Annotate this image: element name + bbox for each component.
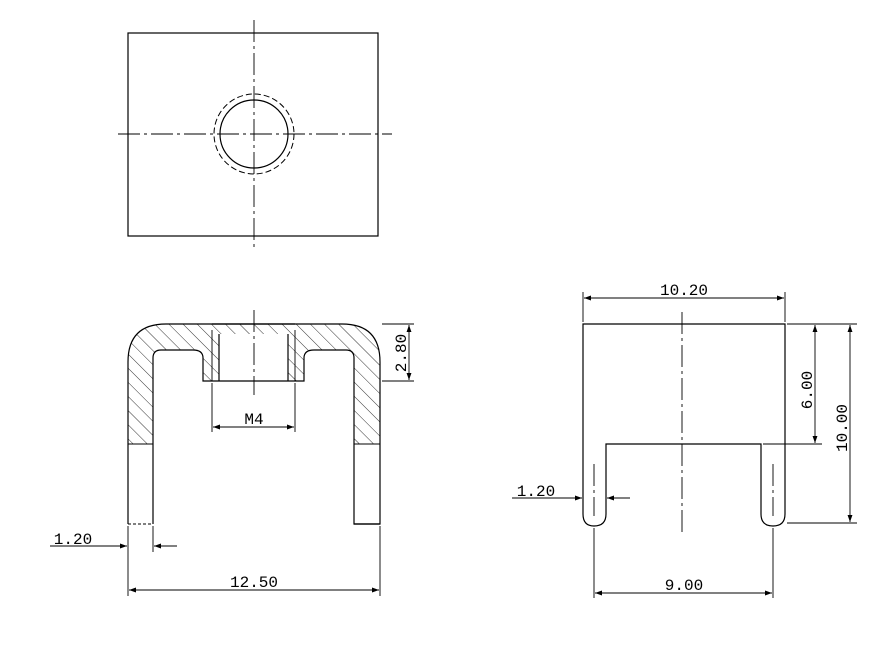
part-outer-contour bbox=[127, 323, 381, 525]
dim-12-50-label: 12.50 bbox=[230, 574, 278, 592]
side-view: 10.20 6.00 10.00 9.00 1.20 bbox=[512, 282, 857, 598]
side-view-outline bbox=[582, 323, 786, 527]
dim-6-00-label: 6.00 bbox=[799, 371, 817, 409]
dim-1-20-front-label: 1.20 bbox=[54, 531, 92, 549]
front-section-view: 12.50 M4 1.20 2.80 bbox=[50, 310, 414, 596]
dim-10-00-label: 10.00 bbox=[834, 404, 852, 452]
dim-9-00-label: 9.00 bbox=[665, 577, 703, 595]
dim-2-80-label: 2.80 bbox=[393, 334, 411, 372]
dim-10-20-label: 10.20 bbox=[660, 282, 708, 300]
top-view bbox=[118, 20, 392, 248]
top-view-outline bbox=[127, 32, 379, 237]
section-hatch-area bbox=[128, 324, 380, 444]
dim-1-20-side-label: 1.20 bbox=[517, 483, 555, 501]
thread-hole-circle bbox=[219, 99, 289, 169]
dim-m4-label: M4 bbox=[244, 411, 263, 429]
thread-major-hidden-circle bbox=[213, 93, 295, 175]
